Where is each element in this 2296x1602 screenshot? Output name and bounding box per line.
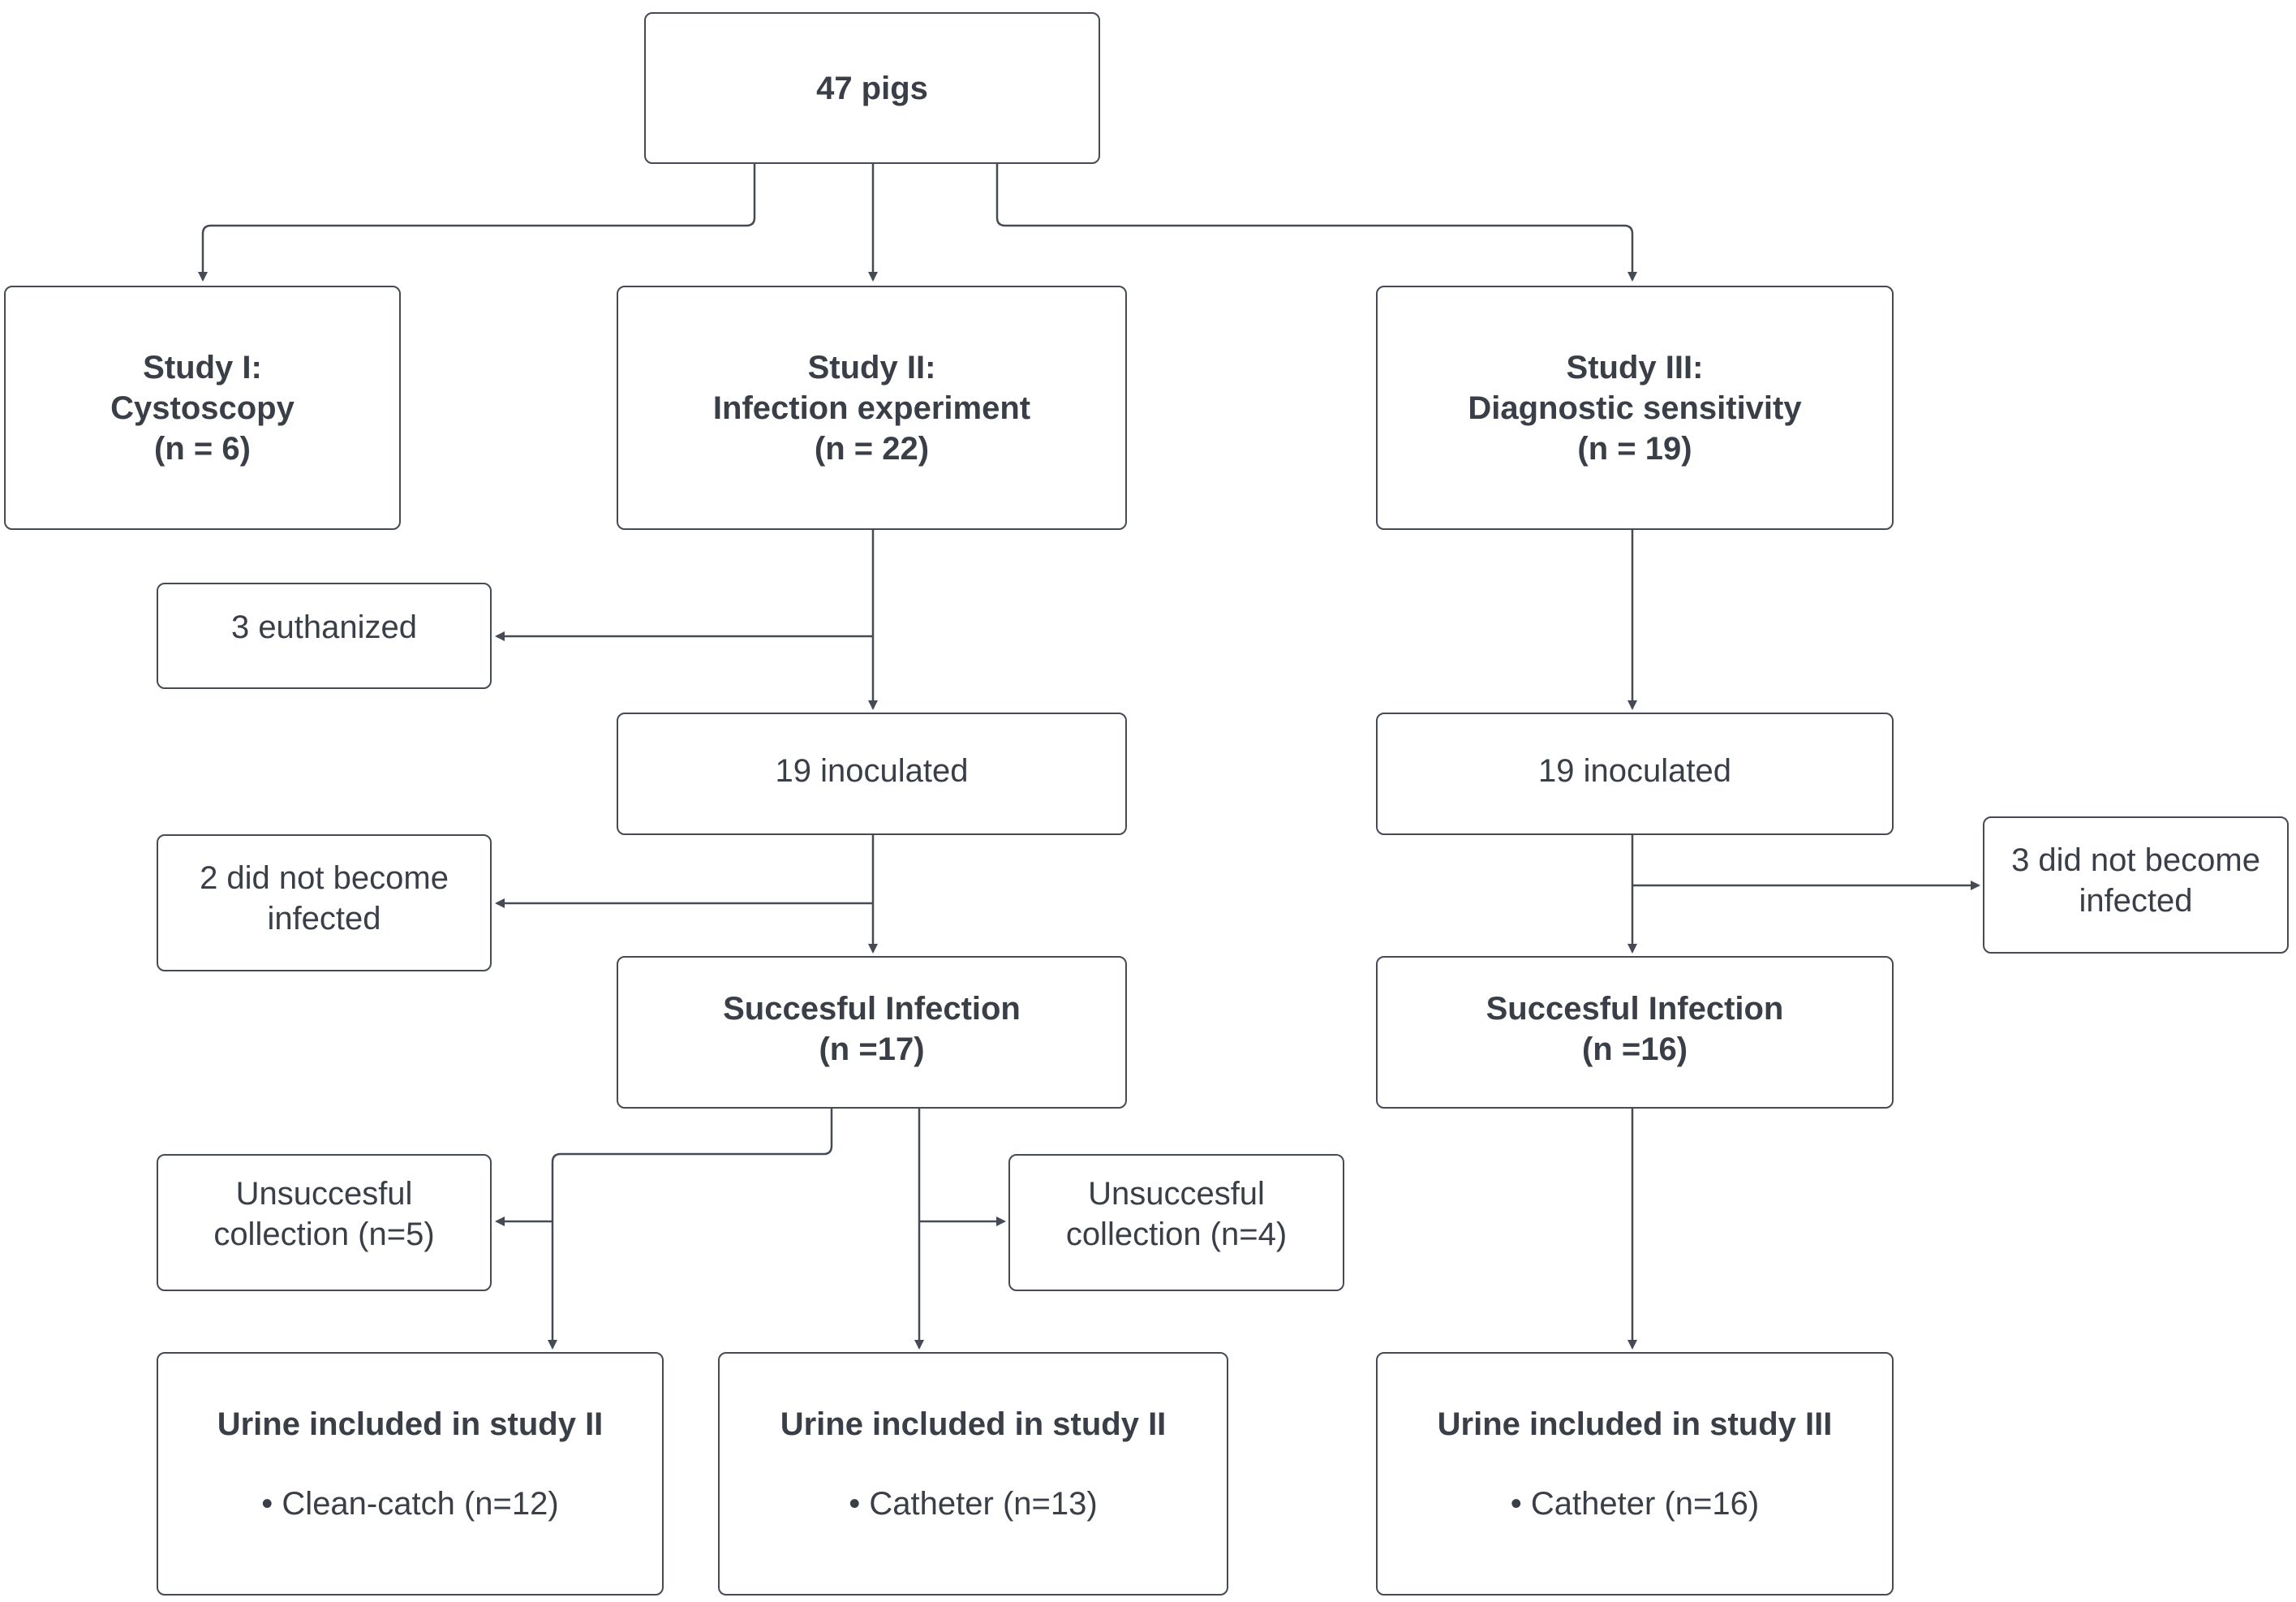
node-study-3: Study III: Diagnostic sensitivity (n = 1… <box>1376 286 1894 530</box>
node-line-1: 2 did not become <box>200 860 449 896</box>
study-title: Study II: <box>807 349 936 385</box>
node-unsuccessful-4: Unsuccesful collection (n=4) <box>1008 1154 1344 1291</box>
node-label: 19 inoculated <box>775 753 969 789</box>
urine-title: Urine included in study III <box>1437 1406 1833 1442</box>
node-urine-catheter-study3: Urine included in study III • Catheter (… <box>1376 1352 1894 1596</box>
arrow-root-to-study3 <box>995 162 1637 282</box>
node-not-infected-2: 2 did not become infected <box>157 834 492 971</box>
urine-item: • Catheter (n=13) <box>849 1486 1098 1522</box>
node-euthanized: 3 euthanized <box>157 583 492 689</box>
study-title: Study III: <box>1566 349 1704 385</box>
node-not-infected-3: 3 did not become infected <box>1983 816 2289 954</box>
study-count: (n = 19) <box>1577 430 1692 467</box>
node-line-2: collection (n=4) <box>1065 1217 1288 1252</box>
arrow-root-to-study1 <box>198 162 756 282</box>
node-inoculated-3: 19 inoculated <box>1376 713 1894 835</box>
node-study-1: Study I: Cystoscopy (n = 6) <box>4 286 401 530</box>
node-line-1: Unsuccesful <box>1088 1176 1265 1212</box>
node-line-1: 3 did not become <box>2011 842 2260 878</box>
node-line-2: infected <box>267 901 381 937</box>
urine-title: Urine included in study II <box>217 1406 604 1442</box>
study-subtitle: Cystoscopy <box>110 390 295 426</box>
study-count: (n = 6) <box>154 430 251 467</box>
study-title: Study I: <box>143 349 262 385</box>
node-unsuccessful-5: Unsuccesful collection (n=5) <box>157 1154 492 1291</box>
node-study-2: Study II: Infection experiment (n = 22) <box>617 286 1127 530</box>
study-subtitle: Diagnostic sensitivity <box>1468 390 1802 426</box>
node-line-2: infected <box>2079 883 2193 919</box>
node-47-pigs: 47 pigs <box>644 12 1100 164</box>
success-title: Succesful Infection <box>1486 991 1784 1027</box>
urine-item: • Catheter (n=16) <box>1510 1486 1760 1522</box>
arrow-success-to-urine-clean-catch <box>548 1108 833 1350</box>
success-count: (n =16) <box>1581 1031 1688 1067</box>
node-urine-clean-catch: Urine included in study II • Clean-catch… <box>157 1352 664 1596</box>
node-line-1: Unsuccesful <box>235 1176 413 1212</box>
study-count: (n = 22) <box>814 430 930 467</box>
node-success-2: Succesful Infection (n =17) <box>617 956 1127 1109</box>
study-subtitle: Infection experiment <box>712 390 1031 426</box>
success-count: (n =17) <box>819 1031 925 1067</box>
node-label: 3 euthanized <box>230 609 418 645</box>
urine-title: Urine included in study II <box>780 1406 1167 1442</box>
urine-item: • Clean-catch (n=12) <box>261 1486 559 1522</box>
node-label: 19 inoculated <box>1538 753 1731 789</box>
node-label: 47 pigs <box>816 70 928 106</box>
node-success-3: Succesful Infection (n =16) <box>1376 956 1894 1109</box>
node-inoculated-2: 19 inoculated <box>617 713 1127 835</box>
node-line-2: collection (n=5) <box>213 1217 435 1252</box>
node-urine-catheter-study2: Urine included in study II • Catheter (n… <box>718 1352 1228 1596</box>
success-title: Succesful Infection <box>723 991 1021 1027</box>
